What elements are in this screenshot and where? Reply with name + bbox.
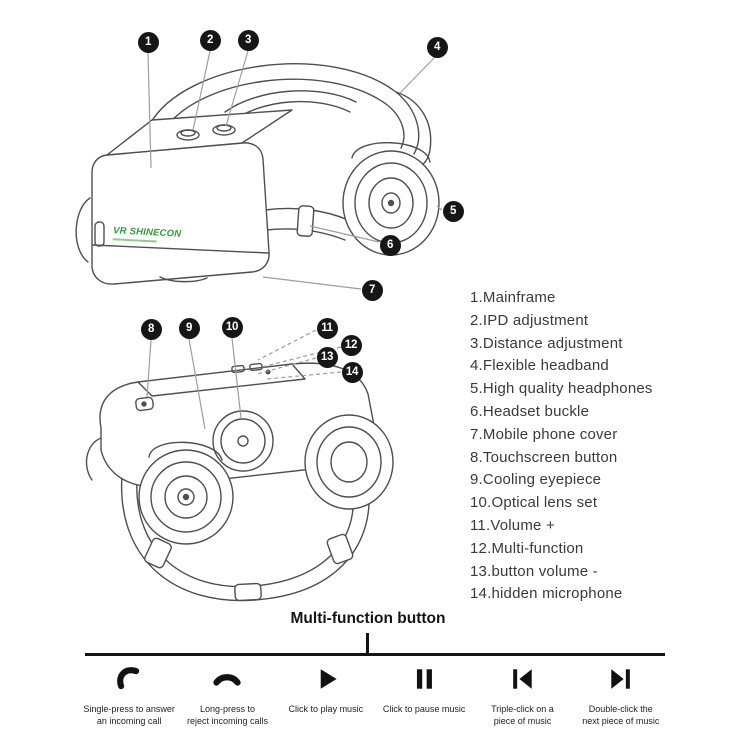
timeline-bar <box>85 653 665 656</box>
function-item-reject: Long-press to reject incoming calls <box>178 664 276 727</box>
callout-badge-6: 6 <box>379 234 401 256</box>
callout-badge-1: 1 <box>137 31 159 53</box>
function-legend: Single-press to answer an incoming call … <box>80 664 670 727</box>
part-item-11: 11.Volume + <box>470 516 555 534</box>
callout-badge-7: 7 <box>361 279 383 301</box>
part-item-3: 3.Distance adjustment <box>470 334 623 352</box>
phone-answer-icon <box>117 667 140 690</box>
callout-badge-8: 8 <box>140 318 162 340</box>
callout-badge-2: 2 <box>199 29 221 51</box>
callout-badge-10: 10 <box>221 316 243 338</box>
function-label: Click to pause music <box>382 704 466 714</box>
skip-next-icon <box>611 669 630 689</box>
part-item-12: 12.Multi-function <box>470 539 584 557</box>
brand-logo-text: VR SHINECON <box>112 225 182 240</box>
function-item-previous: Triple-click on a piece of music <box>473 664 571 727</box>
callout-badge-4: 4 <box>426 36 448 58</box>
multifunction-title: Multi-function button <box>290 610 446 627</box>
callout-leader-lines <box>146 50 443 430</box>
part-item-1: 1.Mainframe <box>470 289 556 306</box>
callout-badge-13: 13 <box>316 346 338 368</box>
top-headset-drawing <box>75 63 440 285</box>
skip-previous-icon <box>513 669 533 689</box>
callout-badge-9: 9 <box>178 317 200 339</box>
play-icon <box>320 669 337 689</box>
phone-reject-icon <box>213 674 242 686</box>
part-item-7: 7.Mobile phone cover <box>470 425 618 443</box>
part-item-5: 5.High quality headphones <box>470 380 653 398</box>
function-label: Single-press to answer an incoming call <box>83 704 175 726</box>
function-label: Long-press to reject incoming calls <box>186 704 268 726</box>
part-item-14: 14.hidden microphone <box>470 585 623 603</box>
title-pointer-line <box>366 633 369 654</box>
callout-badge-12: 12 <box>340 334 362 356</box>
function-item-pause: Click to pause music <box>375 664 473 727</box>
part-item-2: 2.IPD adjustment <box>470 311 589 329</box>
bottom-headset-drawing <box>85 362 394 602</box>
part-item-9: 9.Cooling eyepiece <box>470 471 602 489</box>
function-label: Click to play music <box>288 704 364 714</box>
function-item-next: Double-click the next piece of music <box>572 664 670 727</box>
parts-list: 1.Mainframe 2.IPD adjustment 3.Distance … <box>470 287 653 606</box>
callout-badge-11: 11 <box>316 317 338 339</box>
part-item-4: 4.Flexible headband <box>470 357 609 375</box>
function-item-answer: Single-press to answer an incoming call <box>80 664 178 727</box>
function-label: Double-click the next piece of music <box>582 704 660 726</box>
pause-icon <box>417 669 433 689</box>
function-label: Triple-click on a piece of music <box>491 704 554 726</box>
function-item-play: Click to play music <box>277 664 375 727</box>
callout-badge-3: 3 <box>237 29 259 51</box>
callout-badge-5: 5 <box>442 200 464 222</box>
part-item-10: 10.Optical lens set <box>470 494 598 512</box>
callout-badge-14: 14 <box>341 361 363 383</box>
part-item-6: 6.Headset buckle <box>470 402 590 420</box>
part-item-13: 13.button volume - <box>470 562 598 580</box>
part-item-8: 8.Touchscreen button <box>470 448 618 466</box>
